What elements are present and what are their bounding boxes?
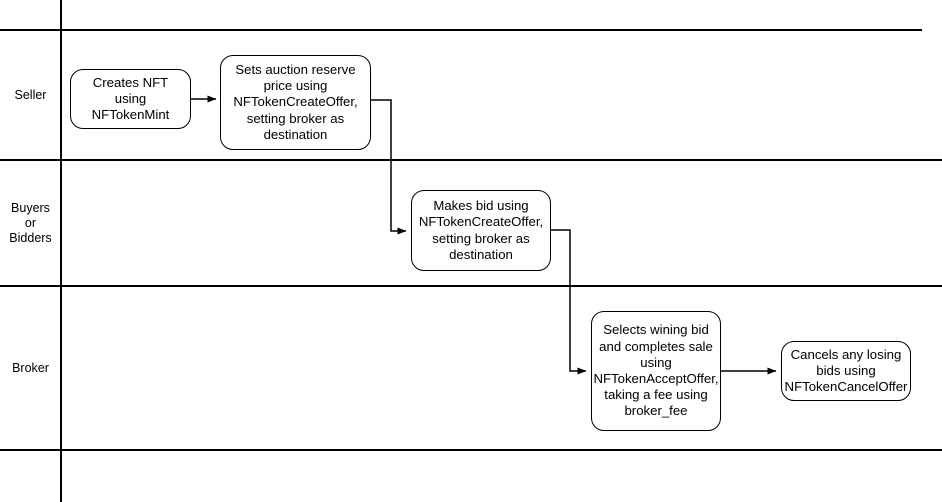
node-makes-bid-label: Makes bid using NFTokenCreateOffer, sett… <box>418 198 544 262</box>
node-cancels-losing-bids-label: Cancels any losing bids using NFTokenCan… <box>784 346 908 395</box>
node-selects-winning-bid-label: Selects wining bid and completes sale us… <box>593 322 719 419</box>
node-makes-bid[interactable]: Makes bid using NFTokenCreateOffer, sett… <box>411 190 551 271</box>
lane-label-broker: Broker <box>0 286 61 450</box>
node-sets-auction-reserve-price[interactable]: Sets auction reserve price using NFToken… <box>220 55 371 150</box>
lane-label-buyers-or-bidders-text: Buyers or Bidders <box>9 200 52 245</box>
edge-bid-to-accept <box>551 229 587 375</box>
edge-reserve-to-bid <box>371 99 407 235</box>
lane-label-buyers-or-bidders: Buyers or Bidders <box>0 160 61 286</box>
node-selects-winning-bid[interactable]: Selects wining bid and completes sale us… <box>591 311 721 431</box>
lane-label-seller: Seller <box>0 30 61 160</box>
node-cancels-losing-bids[interactable]: Cancels any losing bids using NFTokenCan… <box>781 341 911 401</box>
node-creates-nft-label: Creates NFT using NFTokenMint <box>91 74 170 123</box>
node-creates-nft[interactable]: Creates NFT using NFTokenMint <box>70 69 191 129</box>
node-sets-auction-reserve-price-label: Sets auction reserve price using NFToken… <box>233 61 358 142</box>
lane-label-seller-text: Seller <box>14 87 47 102</box>
lane-label-broker-text: Broker <box>12 360 49 375</box>
